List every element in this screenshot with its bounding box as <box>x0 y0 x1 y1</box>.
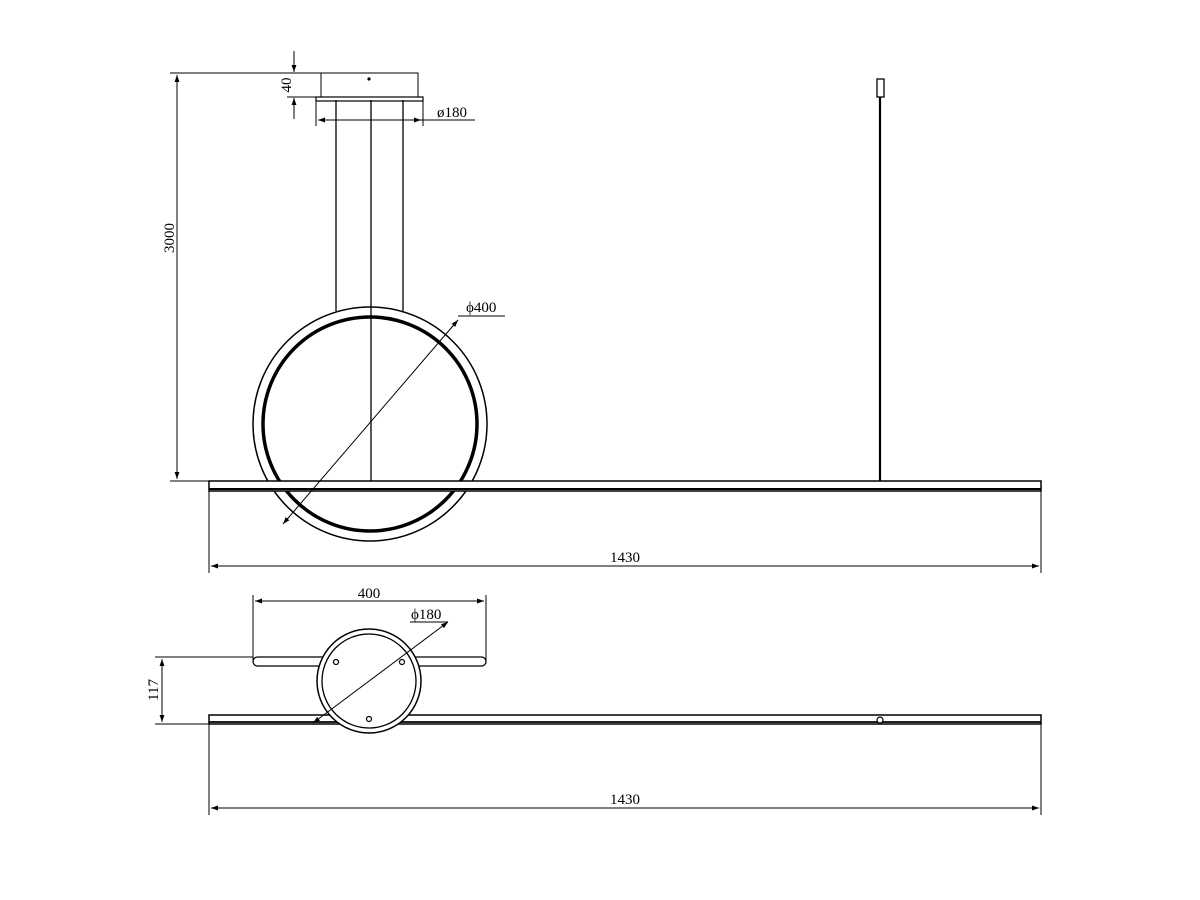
label-ring-span: 400 <box>358 586 381 602</box>
top-view <box>155 595 1042 815</box>
label-canopy-height: 40 <box>279 78 295 93</box>
label-depth: 117 <box>146 679 162 701</box>
ring-outer <box>252 306 488 542</box>
label-total-height: 3000 <box>162 223 178 253</box>
front-view <box>170 51 1042 573</box>
canopy-screw <box>367 77 371 81</box>
light-bar-top <box>208 714 1042 725</box>
cable-point-top <box>876 716 884 724</box>
label-bar-length-top: 1430 <box>610 792 640 808</box>
label-canopy-diameter: ø180 <box>437 105 467 121</box>
dim-line-400-diagonal <box>282 319 459 525</box>
label-bar-length-front: 1430 <box>610 550 640 566</box>
label-ring-diameter: ϕ400 <box>466 300 496 316</box>
canopy-plate <box>315 96 424 102</box>
cable-gripper <box>876 78 885 98</box>
dim-line-180-diagonal <box>312 621 449 724</box>
ring-inner <box>261 315 479 533</box>
label-canopy-diameter-top: ϕ180 <box>411 607 441 623</box>
canopy-outline <box>320 72 419 98</box>
light-bar-front <box>208 480 1042 492</box>
